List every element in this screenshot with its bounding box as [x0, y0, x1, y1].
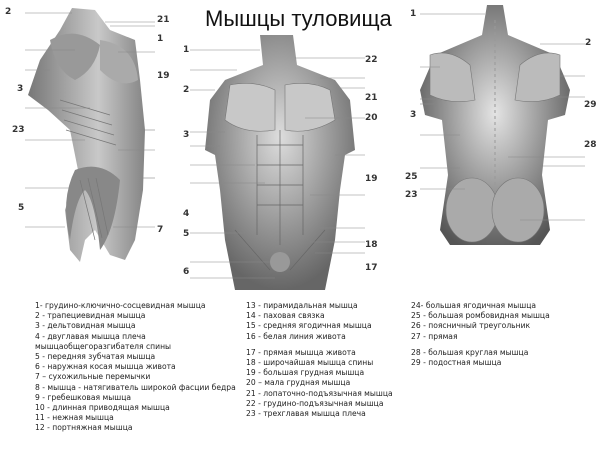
legend-item: 23 - трехглавая мышца плеча	[246, 409, 366, 419]
legend-column-2: 13 - пирамидальная мышца 14 - паховая св…	[246, 301, 393, 419]
legend-item: 29 - подостная мышца	[411, 358, 502, 368]
label-back-2: 2	[585, 38, 592, 48]
legend-item: 27 - прямая	[411, 331, 458, 341]
back-view-figure	[420, 5, 585, 245]
legend-item: 28 - большая круглая мышца	[411, 347, 529, 357]
label-front-4: 4	[183, 209, 190, 219]
legend-item: 18 - широчайшая мышца спины	[246, 358, 374, 368]
legend-item: 16 - белая линия живота	[246, 331, 346, 341]
legend-item: 20 – мала грудная мышца	[246, 378, 351, 388]
label-front-2: 2	[183, 85, 190, 95]
legend-item: 22 - грудино-подъязычная мышца	[246, 398, 384, 408]
label-front-20: 20	[365, 113, 378, 123]
legend-column-1: 1- грудино-ключично-сосцевидная мышца 2 …	[35, 301, 236, 434]
label-side-23: 23	[12, 125, 25, 135]
legend-item: 15 - средняя ягодичная мышца	[246, 321, 372, 331]
legend-item: 4 - двуглавая мышца плеча	[35, 331, 146, 341]
label-side-7: 7	[157, 225, 164, 235]
label-front-22: 22	[365, 55, 378, 65]
label-front-1: 1	[183, 45, 190, 55]
legend-item: 14 - паховая связка	[246, 311, 325, 321]
label-side-3: 3	[17, 84, 24, 94]
legend-item: 24- большая ягодичная мышца	[411, 301, 537, 310]
label-side-5: 5	[18, 203, 25, 213]
label-side-21: 21	[157, 15, 170, 25]
legend-item: 3 - дельтовидная мышца	[35, 321, 136, 331]
page-title: Мышцы туловища	[205, 6, 392, 31]
front-view-figure	[190, 35, 365, 290]
legend-item: 13 - пирамидальная мышца	[246, 301, 358, 310]
legend-item: 2 - трапециевидная мышца	[35, 311, 146, 321]
legend-item: 21 - лопаточно-подъязычная мышца	[246, 388, 393, 398]
label-back-28: 28	[584, 140, 597, 150]
label-front-21: 21	[365, 93, 378, 103]
legend-item: 19 - большая грудная мышца	[246, 368, 365, 378]
legend-item: 1- грудино-ключично-сосцевидная мышца	[35, 301, 206, 310]
legend-column-3: 24- большая ягодичная мышца 25 - большая…	[411, 301, 550, 368]
legend-item: 10 - длинная приводящая мышца	[35, 403, 170, 413]
side-view-figure	[25, 8, 155, 262]
label-front-17: 17	[365, 263, 378, 273]
label-front-3: 3	[183, 130, 190, 140]
legend-item: 11 - нежная мышца	[35, 413, 114, 423]
legend-item: 5 - передняя зубчатая мышца	[35, 352, 156, 362]
label-front-19: 19	[365, 174, 378, 184]
label-back-23: 23	[405, 190, 418, 200]
label-back-25: 25	[405, 172, 418, 182]
legend-item: 7 – сухожильные перемычки	[35, 372, 151, 382]
label-back-29: 29	[584, 100, 597, 110]
legend-item: 26 - поясничный треугольник	[411, 321, 531, 331]
label-front-18: 18	[365, 240, 378, 250]
legend-item: 25 - большая ромбовидная мышца	[411, 311, 550, 321]
label-front-6: 6	[183, 267, 190, 277]
label-side-1: 1	[157, 34, 164, 44]
label-back-1: 1	[410, 9, 417, 19]
legend-item: 9 - гребешковая мышца	[35, 392, 132, 402]
label-back-3: 3	[410, 110, 417, 120]
legend-item: 17 - прямая мышца живота	[246, 347, 356, 357]
legend-item: мышцаобщегоразгибателя спины	[35, 341, 172, 351]
legend-item: 12 - портняжная мышца	[35, 423, 133, 433]
label-side-2: 2	[5, 7, 12, 17]
label-front-5: 5	[183, 229, 190, 239]
label-side-19: 19	[157, 71, 170, 81]
legend-item: 6 - наружная косая мышца живота	[35, 362, 176, 372]
legend-item: 8 - мышца - натягиватель широкой фасции …	[35, 382, 236, 392]
